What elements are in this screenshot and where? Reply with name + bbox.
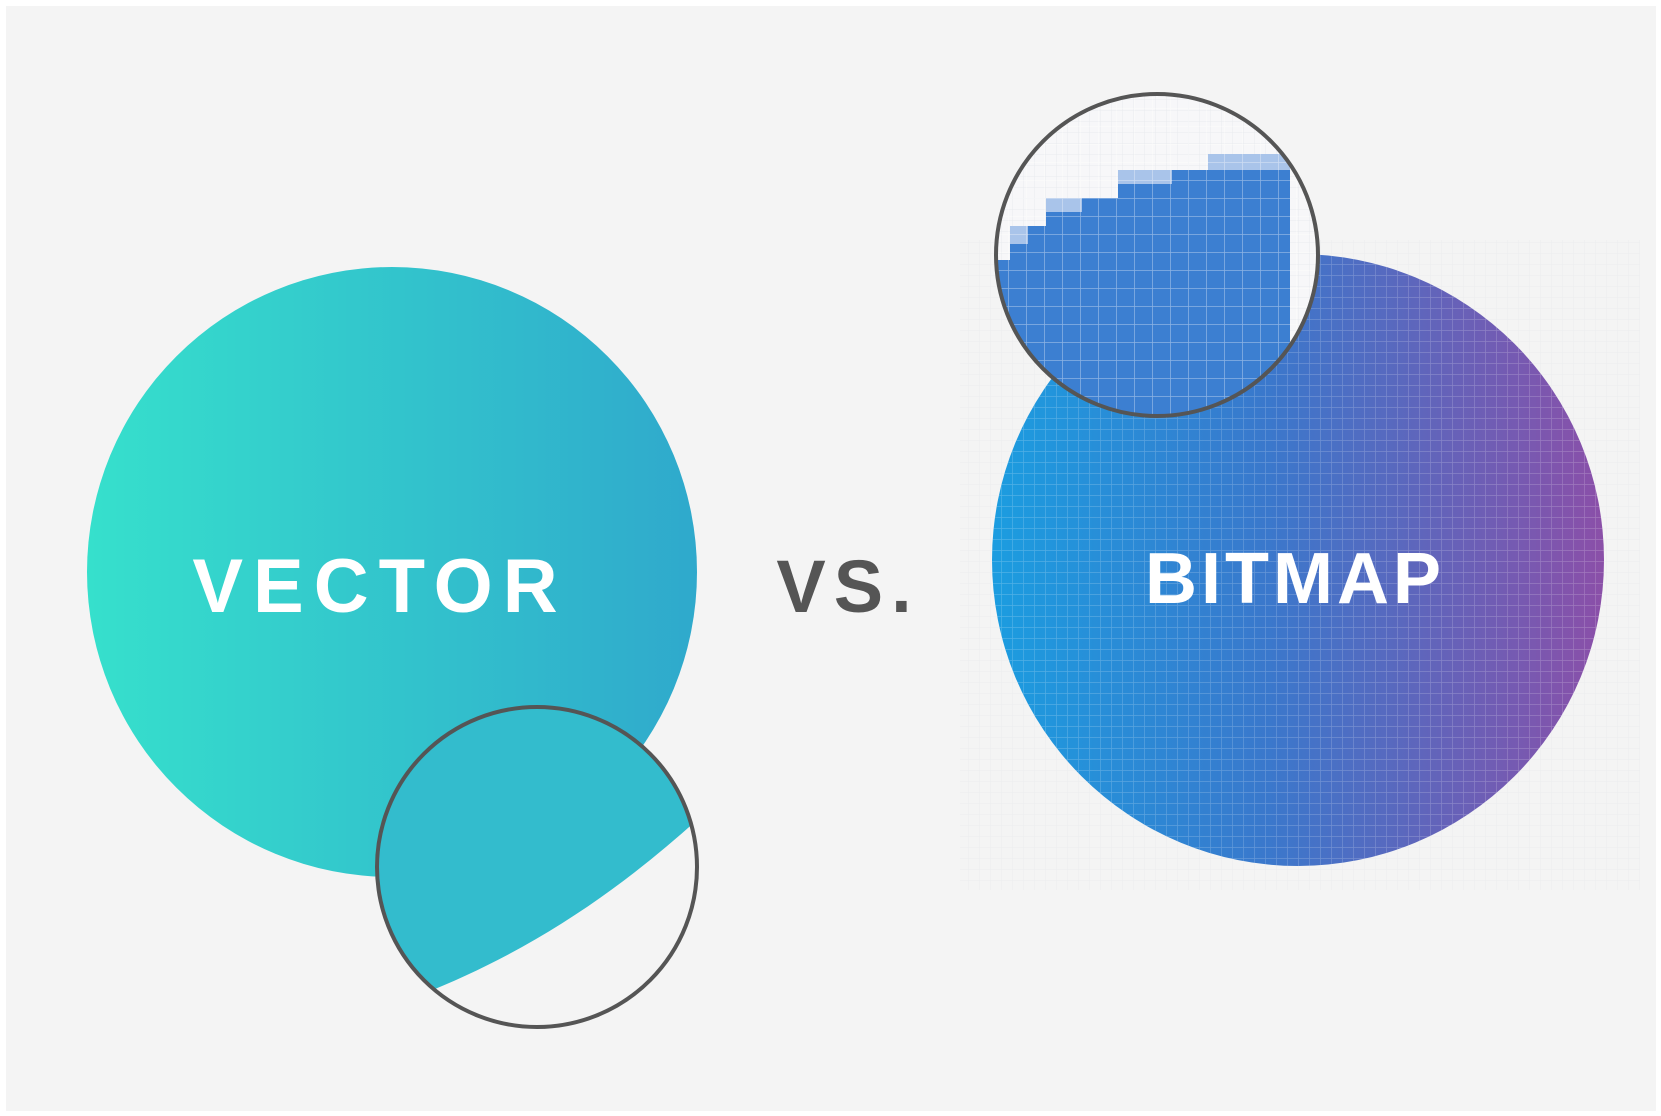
magnifier-lens-icon <box>994 92 1320 418</box>
vector-label: VECTOR <box>192 544 567 629</box>
bitmap-magnifier <box>996 94 1318 416</box>
magnifier-lens-icon <box>375 705 699 1029</box>
vector-group: VECTOR <box>87 267 699 1029</box>
vs-label: VS. <box>776 545 919 628</box>
bitmap-label-group: BITMAP <box>1145 539 1445 619</box>
vector-magnifier <box>377 707 697 1027</box>
vector-smooth-edge <box>377 707 697 1020</box>
bitmap-label: BITMAP <box>1145 539 1445 619</box>
bitmap-group: BITMAP <box>960 92 1640 890</box>
